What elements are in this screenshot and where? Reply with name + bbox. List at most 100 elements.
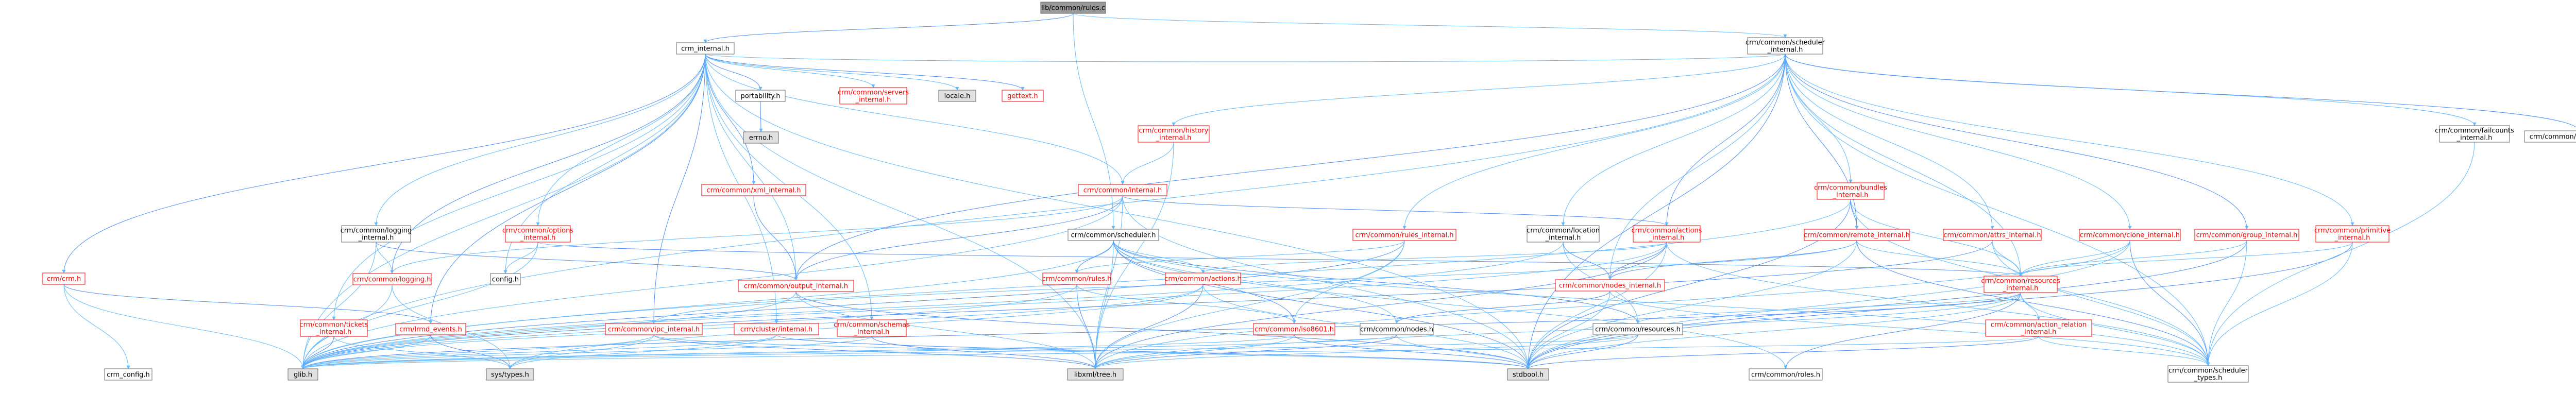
edge-action_relation_internal-to-scheduler_types — [2038, 336, 2210, 366]
node-clone-internal[interactable]: crm/common/clone_internal.h — [2079, 229, 2181, 241]
node-portability[interactable]: portability.h — [735, 90, 786, 102]
node-primitive-internal[interactable]: crm/common/primitive_internal.h — [2314, 225, 2391, 243]
node-box — [1165, 272, 1241, 285]
node-iso8601[interactable]: crm/common/iso8601.h — [1253, 323, 1335, 335]
edge-sched_internal-to-resources_internal — [1785, 54, 2023, 277]
node-nodes-internal[interactable]: crm/common/nodes_internal.h — [1555, 279, 1665, 292]
edge-lrmd_events-to-glib — [301, 334, 431, 369]
edge-crm_internal-to-options_internal — [536, 54, 706, 226]
node-crm-config[interactable]: crm_config.h — [104, 368, 152, 381]
node-crm-internal[interactable]: crm_internal.h — [676, 42, 735, 55]
node-roles-internal[interactable]: crm/common/roles_internal.h — [2524, 130, 2576, 143]
edge-schemas_internal-to-libxml_tree — [871, 336, 1097, 369]
node-servers-internal[interactable]: crm/common/servers_internal.h — [838, 87, 909, 105]
edge-logging_internal-to-logging — [376, 242, 394, 274]
node-actions[interactable]: crm/common/actions.h — [1164, 272, 1242, 285]
node-lrmd-events[interactable]: crm/lrmd_events.h — [395, 323, 466, 335]
node-rules-internal[interactable]: crm/common/rules_internal.h — [1352, 229, 1456, 241]
node-actions-internal[interactable]: crm/common/actions_internal.h — [1631, 225, 1702, 243]
node-schemas-internal[interactable]: crm/common/schemas_internal.h — [834, 319, 910, 337]
node-box — [2524, 130, 2576, 143]
edge-crm_internal-to-stdbool — [705, 54, 1530, 369]
node-label: libxml/tree.h — [1074, 371, 1116, 379]
node-action-relation-internal[interactable]: crm/common/action_relation_internal.h — [1985, 319, 2092, 337]
edge-actions_internal-to-nodes_internal — [1608, 242, 1667, 280]
node-box — [1804, 229, 1910, 241]
node-rules[interactable]: crm/common/rules.h — [1042, 272, 1112, 285]
edge-common_internal-to-stdbool — [1122, 195, 1530, 369]
edge-remote_internal-to-stdbool — [1526, 240, 1857, 369]
edge-nodes_internal-to-scheduler_types — [1609, 291, 2210, 366]
node-box — [1985, 319, 2092, 337]
node-logging-internal[interactable]: crm/common/logging_internal.h — [341, 225, 412, 243]
node-box — [676, 42, 735, 55]
edge-crm_internal-to-sched_internal — [705, 54, 1787, 62]
node-ipc-internal[interactable]: crm/common/ipc_internal.h — [605, 323, 703, 335]
edge-scheduler_h-to-libxml_tree — [1093, 240, 1114, 369]
edge-attrs_internal-to-glib — [301, 240, 1993, 369]
node-box — [2079, 229, 2181, 241]
node-box — [1253, 323, 1335, 335]
node-box — [2439, 125, 2510, 143]
node-attrs-internal[interactable]: crm/common/attrs_internal.h — [1943, 229, 2042, 241]
node-group-internal[interactable]: crm/common/group_internal.h — [2194, 229, 2299, 241]
node-output-internal[interactable]: crm/common/output_internal.h — [738, 280, 854, 292]
node-label: stdbool.h — [1513, 371, 1544, 379]
node-options-internal[interactable]: crm/common/options_internal.h — [502, 225, 573, 243]
node-label: crm/common/bundles — [1814, 184, 1887, 192]
node-label: crm/common/action_relation — [1991, 321, 2087, 329]
edge-sched_internal-to-clone_internal — [1785, 54, 2132, 230]
edge-crm_internal-to-logging_internal — [374, 54, 706, 226]
node-box — [1747, 37, 1823, 55]
edge-resources_internal-to-stdbool — [1526, 292, 2021, 369]
node-nodes[interactable]: crm/common/nodes.h — [1360, 323, 1434, 335]
node-errno: errno.h — [743, 131, 779, 144]
edge-cluster_internal-to-stdbool — [776, 334, 1530, 369]
node-remote-internal[interactable]: crm/common/remote_internal.h — [1804, 229, 1910, 241]
node-config[interactable]: config.h — [490, 273, 521, 285]
node-box — [734, 323, 819, 335]
node-xml-internal[interactable]: crm/common/xml_internal.h — [701, 184, 806, 196]
node-gettext[interactable]: gettext.h — [1002, 90, 1044, 102]
node-box — [395, 323, 466, 335]
edge-logging_internal-to-output_internal — [376, 242, 798, 281]
node-label: crm/common/scheduler — [1745, 39, 1825, 47]
node-scheduler-h[interactable]: crm/common/scheduler.h — [1067, 229, 1159, 241]
node-location-internal[interactable]: crm/common/location_internal.h — [1527, 225, 1600, 243]
node-resources-internal[interactable]: crm/common/resources_internal.h — [1981, 276, 2060, 293]
node-box — [701, 184, 806, 196]
edge-remote_internal-to-nodes_internal — [1608, 240, 1857, 280]
edge-primitive_internal-to-resources_internal — [2019, 242, 2353, 277]
edge-sched_internal-to-bundles_internal — [1785, 54, 1853, 183]
edge-primitive_internal-to-scheduler_types — [2206, 242, 2353, 366]
node-label: crm/common/logging.h — [353, 276, 431, 284]
edge-cluster_internal-to-sys_types — [508, 334, 777, 369]
edge-failcounts_internal-to-scheduler_types — [2206, 142, 2475, 366]
edge-rules_internal-to-iso8601 — [1292, 240, 1405, 324]
node-label: crm/lrmd_events.h — [399, 326, 462, 334]
node-scheduler-types[interactable]: crm/common/scheduler_types.h — [2167, 365, 2249, 383]
node-label: sys/types.h — [491, 371, 529, 379]
node-crm-h[interactable]: crm/crm.h — [42, 272, 86, 285]
node-label: crm/common/primitive — [2314, 227, 2391, 235]
node-logging[interactable]: crm/common/logging.h — [352, 273, 432, 285]
node-bundles-internal[interactable]: crm/common/bundles_internal.h — [1814, 182, 1887, 200]
node-label: crm/common/resources — [1981, 278, 2060, 285]
node-failcounts-internal[interactable]: crm/common/failcounts_internal.h — [2435, 125, 2514, 143]
node-tickets-internal[interactable]: crm/common/tickets_internal.h — [299, 319, 368, 337]
node-resources[interactable]: crm/common/resources.h — [1592, 323, 1683, 335]
edge-crm_h-to-lrmd_events — [63, 284, 433, 324]
edge-resources_internal-to-resources — [1636, 292, 2021, 324]
edge-cluster_internal-to-glib — [301, 334, 777, 369]
edge-history_internal-to-common_internal — [1121, 142, 1174, 185]
edge-resources-to-glib — [301, 334, 1638, 369]
node-roles[interactable]: crm/common/roles.h — [1749, 368, 1823, 381]
node-history-internal[interactable]: crm/common/history_internal.h — [1138, 125, 1210, 143]
edge-clone_internal-to-scheduler_types — [2129, 240, 2210, 366]
node-label: crm_internal.h — [681, 45, 730, 53]
node-label: config.h — [492, 276, 519, 284]
node-box — [1749, 368, 1823, 381]
node-common-internal[interactable]: crm/common/internal.h — [1078, 184, 1167, 196]
node-sched-internal[interactable]: crm/common/scheduler_internal.h — [1745, 37, 1825, 55]
node-cluster-internal[interactable]: crm/cluster/internal.h — [734, 323, 819, 335]
